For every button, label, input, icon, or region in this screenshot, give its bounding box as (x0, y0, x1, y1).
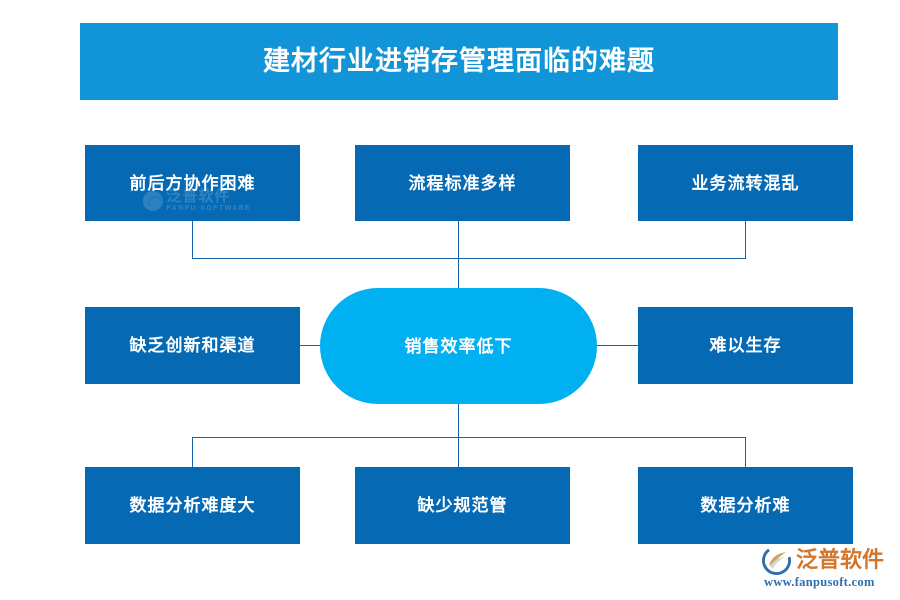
node-middle-left[interactable]: 缺乏创新和渠道 (85, 307, 300, 384)
connector-top-bus-to-center (458, 258, 459, 296)
node-top-3-label: 业务流转混乱 (691, 173, 800, 193)
connector-top-2-drop (458, 221, 459, 259)
connector-bottom-1-drop (192, 437, 193, 468)
node-top-3[interactable]: 业务流转混乱 (638, 145, 853, 221)
node-top-2[interactable]: 流程标准多样 (355, 145, 570, 221)
node-center[interactable]: 销售效率低下 (320, 288, 597, 404)
brand-url: www.fanpusoft.com (764, 575, 875, 589)
brand-name: 泛普软件 (796, 547, 885, 572)
fanpu-watermark-en: FANPU SOFTWARE (166, 204, 252, 212)
node-middle-right[interactable]: 难以生存 (638, 307, 853, 384)
connector-bottom-bus (192, 437, 746, 438)
node-middle-right-label: 难以生存 (709, 336, 782, 355)
fanpu-watermark-logo-icon (142, 190, 163, 211)
connector-top-3-drop (745, 221, 746, 259)
connector-bottom-3-drop (745, 437, 746, 468)
fanpu-logo-icon (762, 545, 791, 575)
node-center-label: 销售效率低下 (404, 336, 513, 356)
node-bottom-2-label: 缺少规范管 (417, 496, 508, 515)
connector-center-to-bottom-bus (458, 396, 459, 438)
connector-center-to-right (588, 345, 640, 346)
fanpu-watermark: 泛普软件 FANPU SOFTWARE (142, 189, 251, 212)
page-title: 建材行业进销存管理面临的难题 (263, 46, 655, 76)
brand-logo: 泛普软件 www.fanpusoft.com (762, 545, 892, 591)
title-banner: 建材行业进销存管理面临的难题 (80, 23, 838, 100)
node-bottom-1-label: 数据分析难度大 (129, 496, 256, 515)
node-bottom-1[interactable]: 数据分析难度大 (85, 467, 300, 544)
connector-bottom-2-drop (458, 437, 459, 468)
connector-top-1-drop (192, 221, 193, 259)
connector-top-bus (192, 258, 746, 259)
connector-left-to-center (300, 345, 330, 346)
node-bottom-2[interactable]: 缺少规范管 (355, 467, 570, 544)
node-top-1[interactable]: 前后方协作困难 泛普软件 FANPU SOFTWARE (85, 145, 300, 221)
node-top-1-label: 前后方协作困难 (129, 173, 256, 193)
node-top-2-label: 流程标准多样 (408, 173, 517, 193)
node-middle-left-label: 缺乏创新和渠道 (129, 336, 256, 355)
node-bottom-3-label: 数据分析难 (700, 496, 791, 515)
brand-logo-row: 泛普软件 (762, 545, 892, 575)
node-bottom-3[interactable]: 数据分析难 (638, 467, 853, 544)
fanpu-watermark-texts: 泛普软件 FANPU SOFTWARE (166, 189, 251, 212)
